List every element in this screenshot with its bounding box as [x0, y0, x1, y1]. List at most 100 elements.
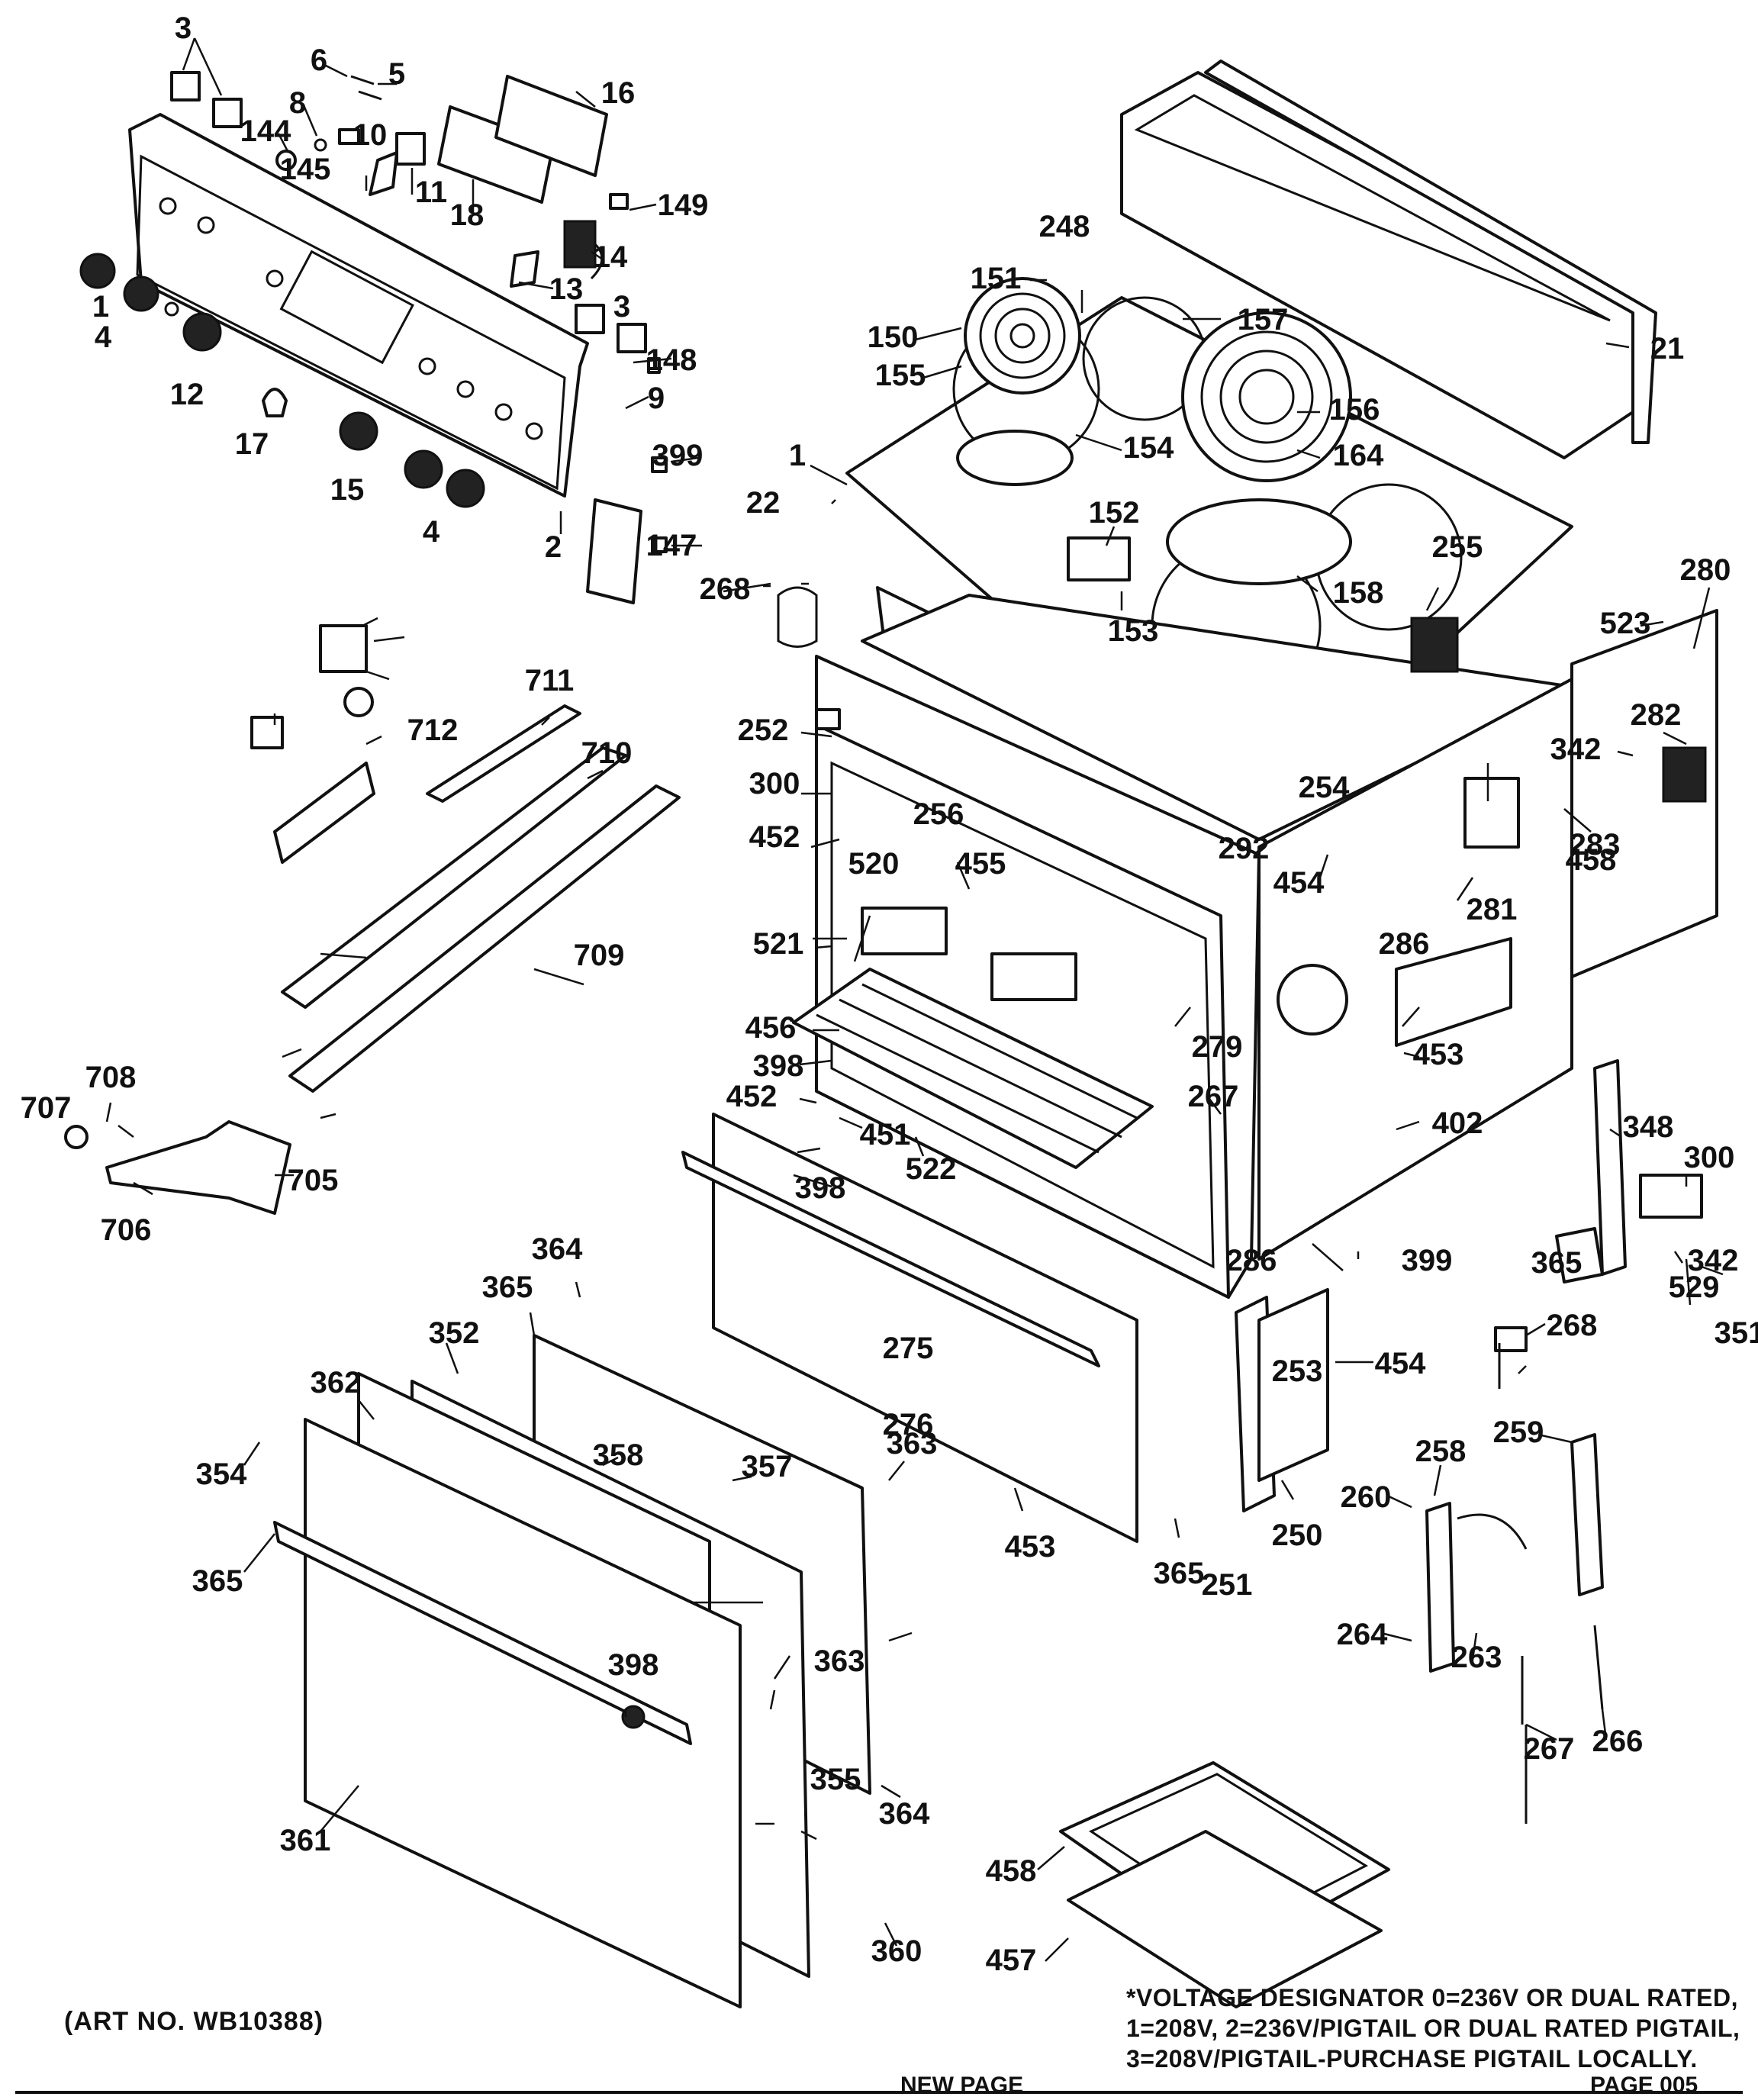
callout: 399 [652, 439, 704, 472]
callout: 4 [95, 320, 112, 354]
callout: 529 [1669, 1271, 1720, 1304]
oven-hinge-left [64, 1120, 291, 1215]
footer-page-number: PAGE 005 [1590, 2073, 1698, 2098]
leader-lines [105, 37, 1724, 1962]
callout: 276 [883, 1408, 934, 1441]
callout: 351 [1715, 1316, 1758, 1350]
drawer [681, 1113, 1138, 1543]
callout: 709 [574, 939, 625, 972]
callout: 453 [1005, 1530, 1056, 1564]
callout: 5 [388, 57, 405, 91]
callout: 6 [311, 43, 327, 77]
callout: 362 [311, 1366, 362, 1399]
oven-rack [792, 907, 1154, 1169]
callout: 365 [482, 1271, 533, 1304]
callout: 250 [1272, 1519, 1323, 1552]
callout: 453 [1413, 1038, 1464, 1071]
callout: 451 [860, 1118, 911, 1151]
callout: 144 [240, 114, 291, 148]
callout: 520 [848, 847, 900, 881]
callout: 251 [1202, 1568, 1253, 1602]
callout: 398 [795, 1171, 846, 1205]
callout: 281 [1467, 893, 1518, 926]
footer-new-page: NEW PAGE [900, 2073, 1024, 2098]
surface-units [956, 277, 1352, 585]
callout: 155 [875, 359, 926, 392]
callout: 268 [1547, 1309, 1598, 1342]
callout: 259 [1493, 1416, 1544, 1449]
callout: 154 [1123, 431, 1174, 465]
callout: 342 [1688, 1244, 1739, 1277]
callout: 352 [429, 1316, 480, 1350]
callout: 8 [289, 86, 306, 120]
rear-cover [1570, 609, 1718, 978]
callout: 164 [1333, 439, 1384, 472]
callout: 151 [971, 262, 1022, 295]
callout: 267 [1188, 1080, 1239, 1113]
callout: 707 [21, 1091, 72, 1125]
callout: 360 [871, 1934, 922, 1968]
callout: 300 [749, 767, 800, 800]
callout: 455 [955, 847, 1006, 881]
callout: 280 [1680, 553, 1731, 587]
oven-frame [815, 723, 1230, 1299]
callout: 456 [745, 1011, 797, 1045]
callout: 256 [913, 797, 964, 831]
callout: 361 [280, 1824, 331, 1857]
callout: 279 [1192, 1030, 1243, 1064]
door-hinges-right [777, 586, 1703, 1824]
callout: 1 [789, 439, 806, 472]
voltage-note-line: 3=208V/PIGTAIL-PURCHASE PIGTAIL LOCALLY. [1126, 2045, 1698, 2073]
callout: 264 [1337, 1618, 1388, 1651]
callout: 363 [814, 1644, 865, 1678]
callout: 1 [92, 290, 109, 324]
callout: 452 [749, 820, 800, 854]
callout: 454 [1375, 1347, 1426, 1380]
callout: 712 [407, 713, 459, 747]
callout: 286 [1379, 927, 1430, 961]
broiler-pan [1059, 1761, 1390, 2008]
callout: 156 [1329, 393, 1380, 427]
callout: 398 [753, 1049, 804, 1083]
callout: 398 [608, 1648, 659, 1682]
callout: 149 [658, 188, 709, 222]
art-number: (ART NO. WB10388) [64, 2007, 324, 2036]
callout: 253 [1272, 1354, 1323, 1388]
callout: 364 [532, 1232, 583, 1266]
control-panel [128, 113, 589, 498]
callout: 9 [648, 382, 665, 415]
callout: 10 [353, 118, 388, 152]
callout: 147 [646, 529, 697, 562]
callout: 21 [1650, 332, 1685, 366]
callout: 358 [593, 1438, 644, 1472]
callout: 282 [1631, 698, 1682, 732]
callout: 148 [646, 343, 697, 377]
callout: 153 [1108, 614, 1159, 648]
callout: 364 [879, 1797, 930, 1831]
voltage-note-line: *VOLTAGE DESIGNATOR 0=236V OR DUAL RATED… [1126, 1984, 1738, 2011]
callout: 300 [1684, 1141, 1735, 1174]
voltage-note: *VOLTAGE DESIGNATOR 0=236V OR DUAL RATED… [1126, 1982, 1740, 2074]
footer-rule [15, 2091, 1743, 2094]
callout: 365 [1154, 1557, 1205, 1590]
callout: 348 [1623, 1110, 1674, 1144]
callout: 454 [1273, 866, 1325, 900]
callout: 402 [1432, 1106, 1483, 1140]
callout: 248 [1039, 210, 1090, 243]
callout: 705 [288, 1164, 339, 1197]
callout: 522 [906, 1152, 957, 1186]
callout: 145 [280, 153, 331, 186]
callout: 457 [986, 1944, 1037, 1977]
callout: 268 [700, 572, 751, 606]
callout: 357 [742, 1450, 793, 1483]
callout: 399 [1402, 1244, 1453, 1277]
callout: 363 [887, 1427, 938, 1461]
callout: 17 [235, 427, 269, 461]
backsplash [1120, 60, 1657, 459]
callout: 3 [613, 290, 630, 324]
callout: 13 [549, 272, 584, 306]
callout: 711 [525, 664, 575, 697]
callout: 706 [101, 1213, 152, 1247]
callout: 355 [810, 1763, 861, 1796]
